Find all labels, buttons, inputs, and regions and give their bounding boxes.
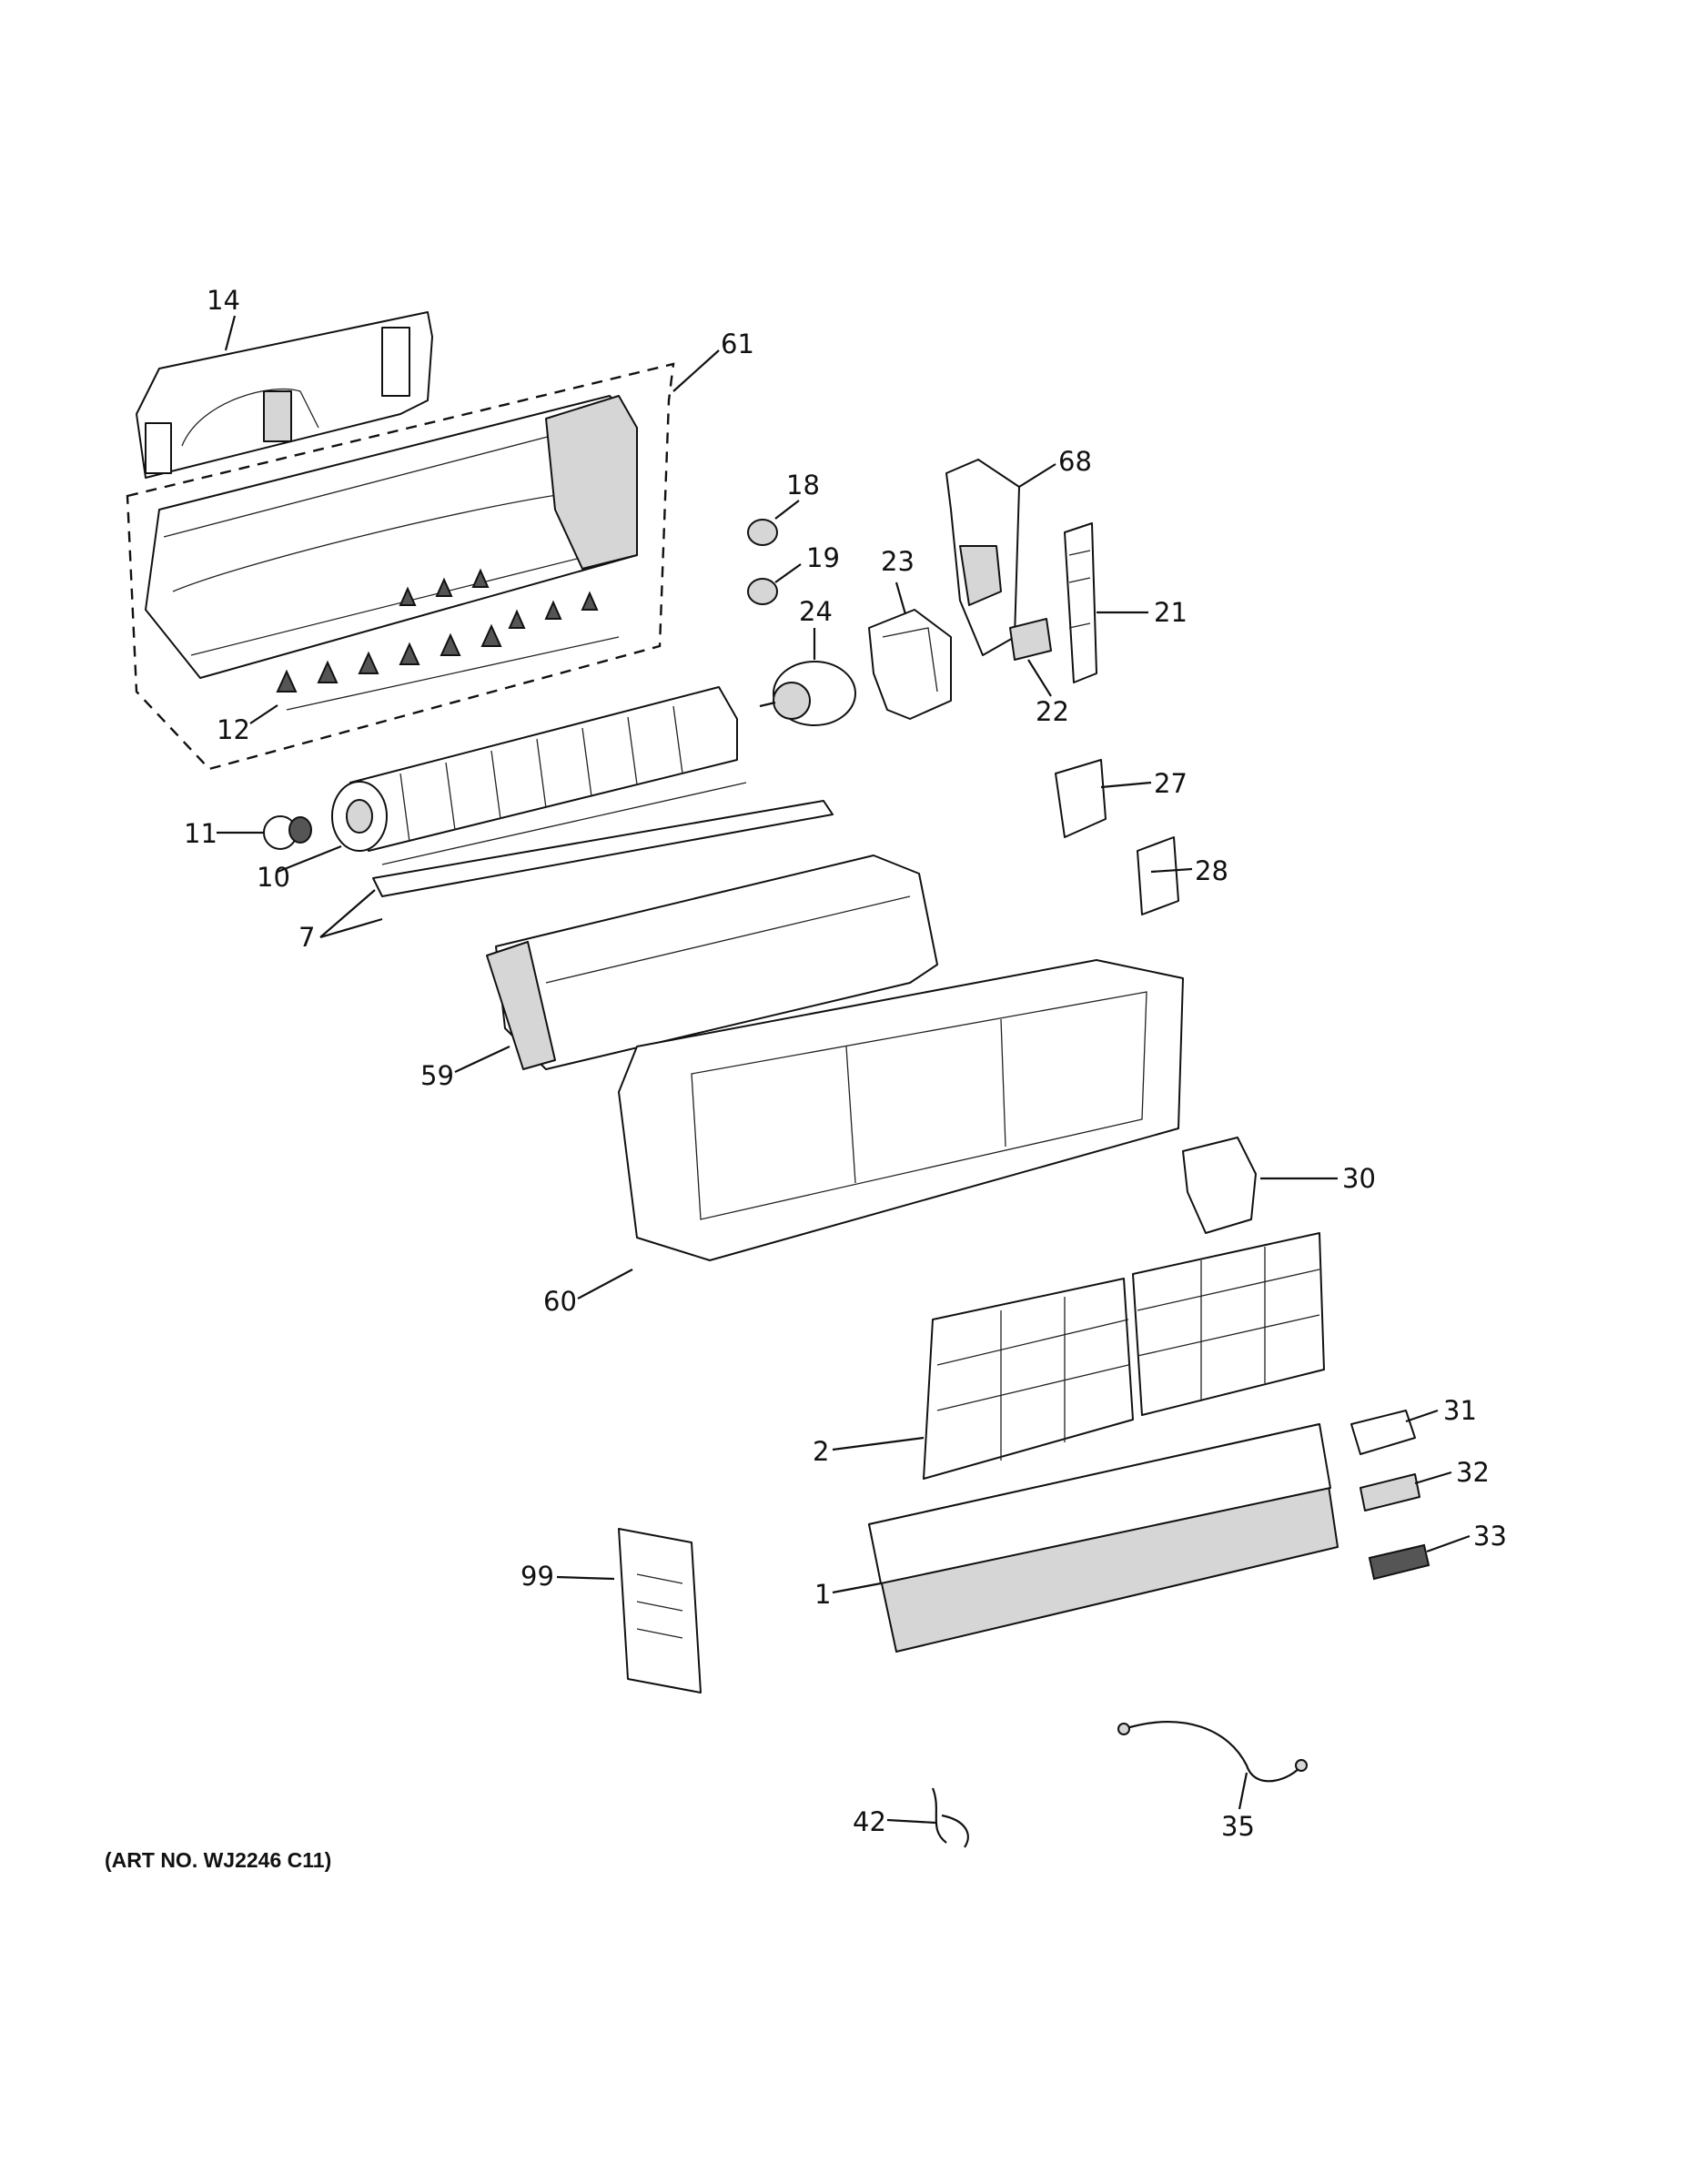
callout-59: 59 xyxy=(420,1060,454,1091)
part-11-bearing xyxy=(263,815,312,850)
leader-lines xyxy=(217,315,1471,1825)
leader-28 xyxy=(1150,867,1193,874)
part-7-drain-strip xyxy=(372,782,834,897)
callout-31: 31 xyxy=(1443,1395,1477,1426)
part-59-evaporator xyxy=(486,854,938,1070)
callout-30: 30 xyxy=(1342,1163,1376,1194)
leader-7b xyxy=(319,917,383,939)
leader-35 xyxy=(1238,1772,1248,1810)
leader-31 xyxy=(1405,1409,1439,1423)
callout-68: 68 xyxy=(1058,446,1092,477)
leader-23 xyxy=(895,581,907,615)
callout-18: 18 xyxy=(786,470,820,500)
part-99-manual xyxy=(618,1528,702,1694)
part-21-control-board xyxy=(1064,522,1097,683)
callout-61: 61 xyxy=(721,329,754,359)
part-61-chassis xyxy=(145,395,638,679)
callout-28: 28 xyxy=(1195,855,1228,886)
leader-42 xyxy=(886,1818,936,1825)
part-10-blower-wheel xyxy=(331,686,738,852)
leader-60 xyxy=(577,1269,633,1299)
part-23-motor-bracket xyxy=(868,609,952,720)
callout-32: 32 xyxy=(1456,1457,1490,1488)
part-12-louver-set xyxy=(276,623,620,711)
callout-2: 2 xyxy=(813,1436,829,1467)
leader-61 xyxy=(672,349,720,392)
part-14-mounting-plate xyxy=(136,311,433,479)
part-27-cover-plate xyxy=(1055,759,1107,838)
part-30-cover xyxy=(1182,1137,1257,1234)
callout-60: 60 xyxy=(543,1286,577,1317)
callout-27: 27 xyxy=(1154,768,1188,799)
leader-27 xyxy=(1100,781,1152,789)
leader-12 xyxy=(249,704,278,724)
leader-59 xyxy=(454,1046,510,1073)
leader-32 xyxy=(1414,1471,1452,1485)
leader-14 xyxy=(224,315,237,351)
part-28-cover-plate xyxy=(1137,836,1179,915)
part-18-knob xyxy=(747,519,778,546)
callout-24: 24 xyxy=(799,596,833,627)
part-32-display-holder xyxy=(1359,1473,1420,1512)
callout-22: 22 xyxy=(1036,696,1069,727)
leader-7a xyxy=(319,889,376,938)
leader-68 xyxy=(1018,463,1056,488)
part-24-fan-motor xyxy=(759,661,856,726)
callout-23: 23 xyxy=(881,546,915,577)
callout-99: 99 xyxy=(521,1561,554,1592)
callout-21: 21 xyxy=(1154,597,1188,628)
callout-1: 1 xyxy=(814,1579,831,1610)
part-2-air-filters xyxy=(923,1232,1325,1480)
part-33-display-lens xyxy=(1368,1543,1430,1581)
part-31-display-board xyxy=(1350,1410,1416,1455)
part-42-sensor-wire xyxy=(931,1787,969,1848)
callout-10: 10 xyxy=(257,862,290,893)
leader-22 xyxy=(1027,659,1052,697)
part-35-cable xyxy=(1117,1721,1308,1783)
part-19-knob xyxy=(747,578,778,605)
part-61-group-outline xyxy=(126,362,675,771)
part-1-front-panel xyxy=(868,1423,1339,1653)
leader-33 xyxy=(1426,1534,1471,1553)
leader-19 xyxy=(774,563,802,583)
callout-11: 11 xyxy=(184,818,217,849)
part-22-terminal-block xyxy=(1009,618,1052,661)
leader-18 xyxy=(774,500,800,520)
art-number: (ART NO. WJ2246 C11) xyxy=(105,1848,331,1872)
chassis-louver-clips xyxy=(399,568,599,629)
callout-33: 33 xyxy=(1473,1521,1507,1552)
leader-1 xyxy=(832,1582,882,1594)
callout-12: 12 xyxy=(217,714,250,745)
callout-35: 35 xyxy=(1221,1811,1255,1842)
part-60-housing xyxy=(618,959,1184,1261)
callout-14: 14 xyxy=(207,285,240,316)
leader-2 xyxy=(832,1436,925,1451)
callout-7: 7 xyxy=(298,922,315,953)
callout-42: 42 xyxy=(853,1806,886,1837)
leader-99 xyxy=(556,1575,615,1581)
part-68-electrical-box xyxy=(945,459,1020,656)
callout-labels: 14 61 18 68 19 23 21 24 22 12 27 11 10 2… xyxy=(184,285,1507,1842)
leader-10 xyxy=(277,844,342,874)
callout-19: 19 xyxy=(806,542,840,573)
